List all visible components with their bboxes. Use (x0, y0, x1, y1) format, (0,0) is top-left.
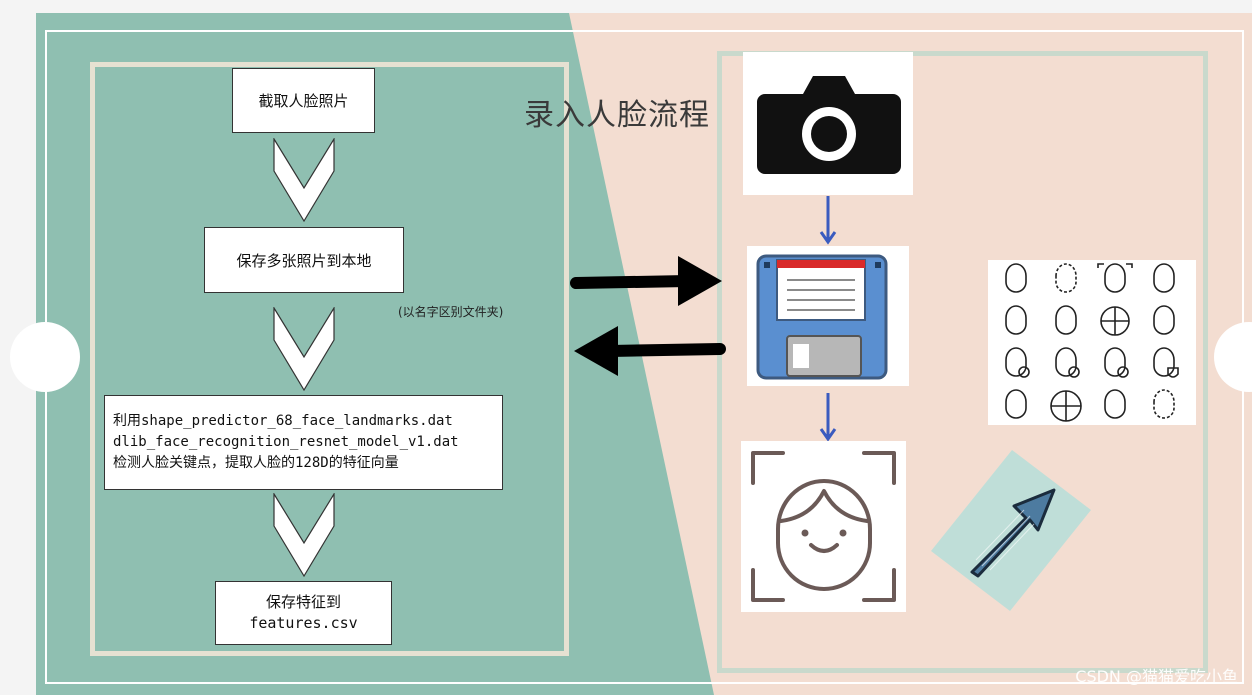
folder-note: (以名字区别文件夹) (398, 305, 504, 319)
flow-step-extract: 利用shape_predictor_68_face_landmarks.dat … (104, 395, 503, 490)
right-arrow-head (678, 256, 722, 306)
extract-line-1: 利用shape_predictor_68_face_landmarks.dat (113, 413, 453, 429)
extract-line-2: dlib_face_recognition_resnet_model_v1.da… (113, 434, 459, 450)
store-line-2: features.csv (249, 614, 358, 632)
camera-icon (757, 76, 901, 174)
right-arrow-shaft (570, 275, 694, 289)
chevron-down-icon (273, 138, 335, 222)
extract-line-3: 检测人脸关键点，提取人脸的128D的特征向量 (113, 455, 399, 471)
face-scan-picture (741, 441, 906, 612)
down-arrow-icon (819, 196, 837, 245)
bidirectional-arrows (570, 256, 726, 376)
flow-step-save: 保存多张照片到本地 (204, 227, 404, 293)
face-icon-grid (1005, 263, 1179, 422)
store-line-1: 保存特征到 (265, 593, 341, 611)
left-arrow-shaft (604, 343, 726, 357)
chevron-down-icon (273, 493, 335, 577)
left-arrow-head (574, 326, 618, 376)
left-frame (90, 62, 569, 656)
floppy-picture (747, 246, 909, 386)
arrow-icon (970, 488, 1056, 578)
down-arrow-icon (819, 393, 837, 442)
flow-step-capture: 截取人脸照片 (232, 68, 375, 133)
camera-picture (743, 52, 913, 195)
flow-step-save-label: 保存多张照片到本地 (236, 251, 372, 270)
page-title: 录入人脸流程 (524, 98, 710, 133)
left-notch (10, 322, 80, 392)
flow-step-store: 保存特征到 features.csv (215, 581, 392, 645)
right-frame (717, 51, 1208, 673)
chevron-down-icon (273, 307, 335, 391)
watermark: CSDN @猫猫爱吃小鱼 (1075, 667, 1238, 686)
floppy-disk-icon (756, 254, 888, 380)
flow-step-capture-label: 截取人脸照片 (258, 92, 349, 110)
face-grid-picture (988, 260, 1196, 425)
face-scan-icon (751, 451, 896, 602)
arrow-sticker-picture (931, 450, 1091, 611)
